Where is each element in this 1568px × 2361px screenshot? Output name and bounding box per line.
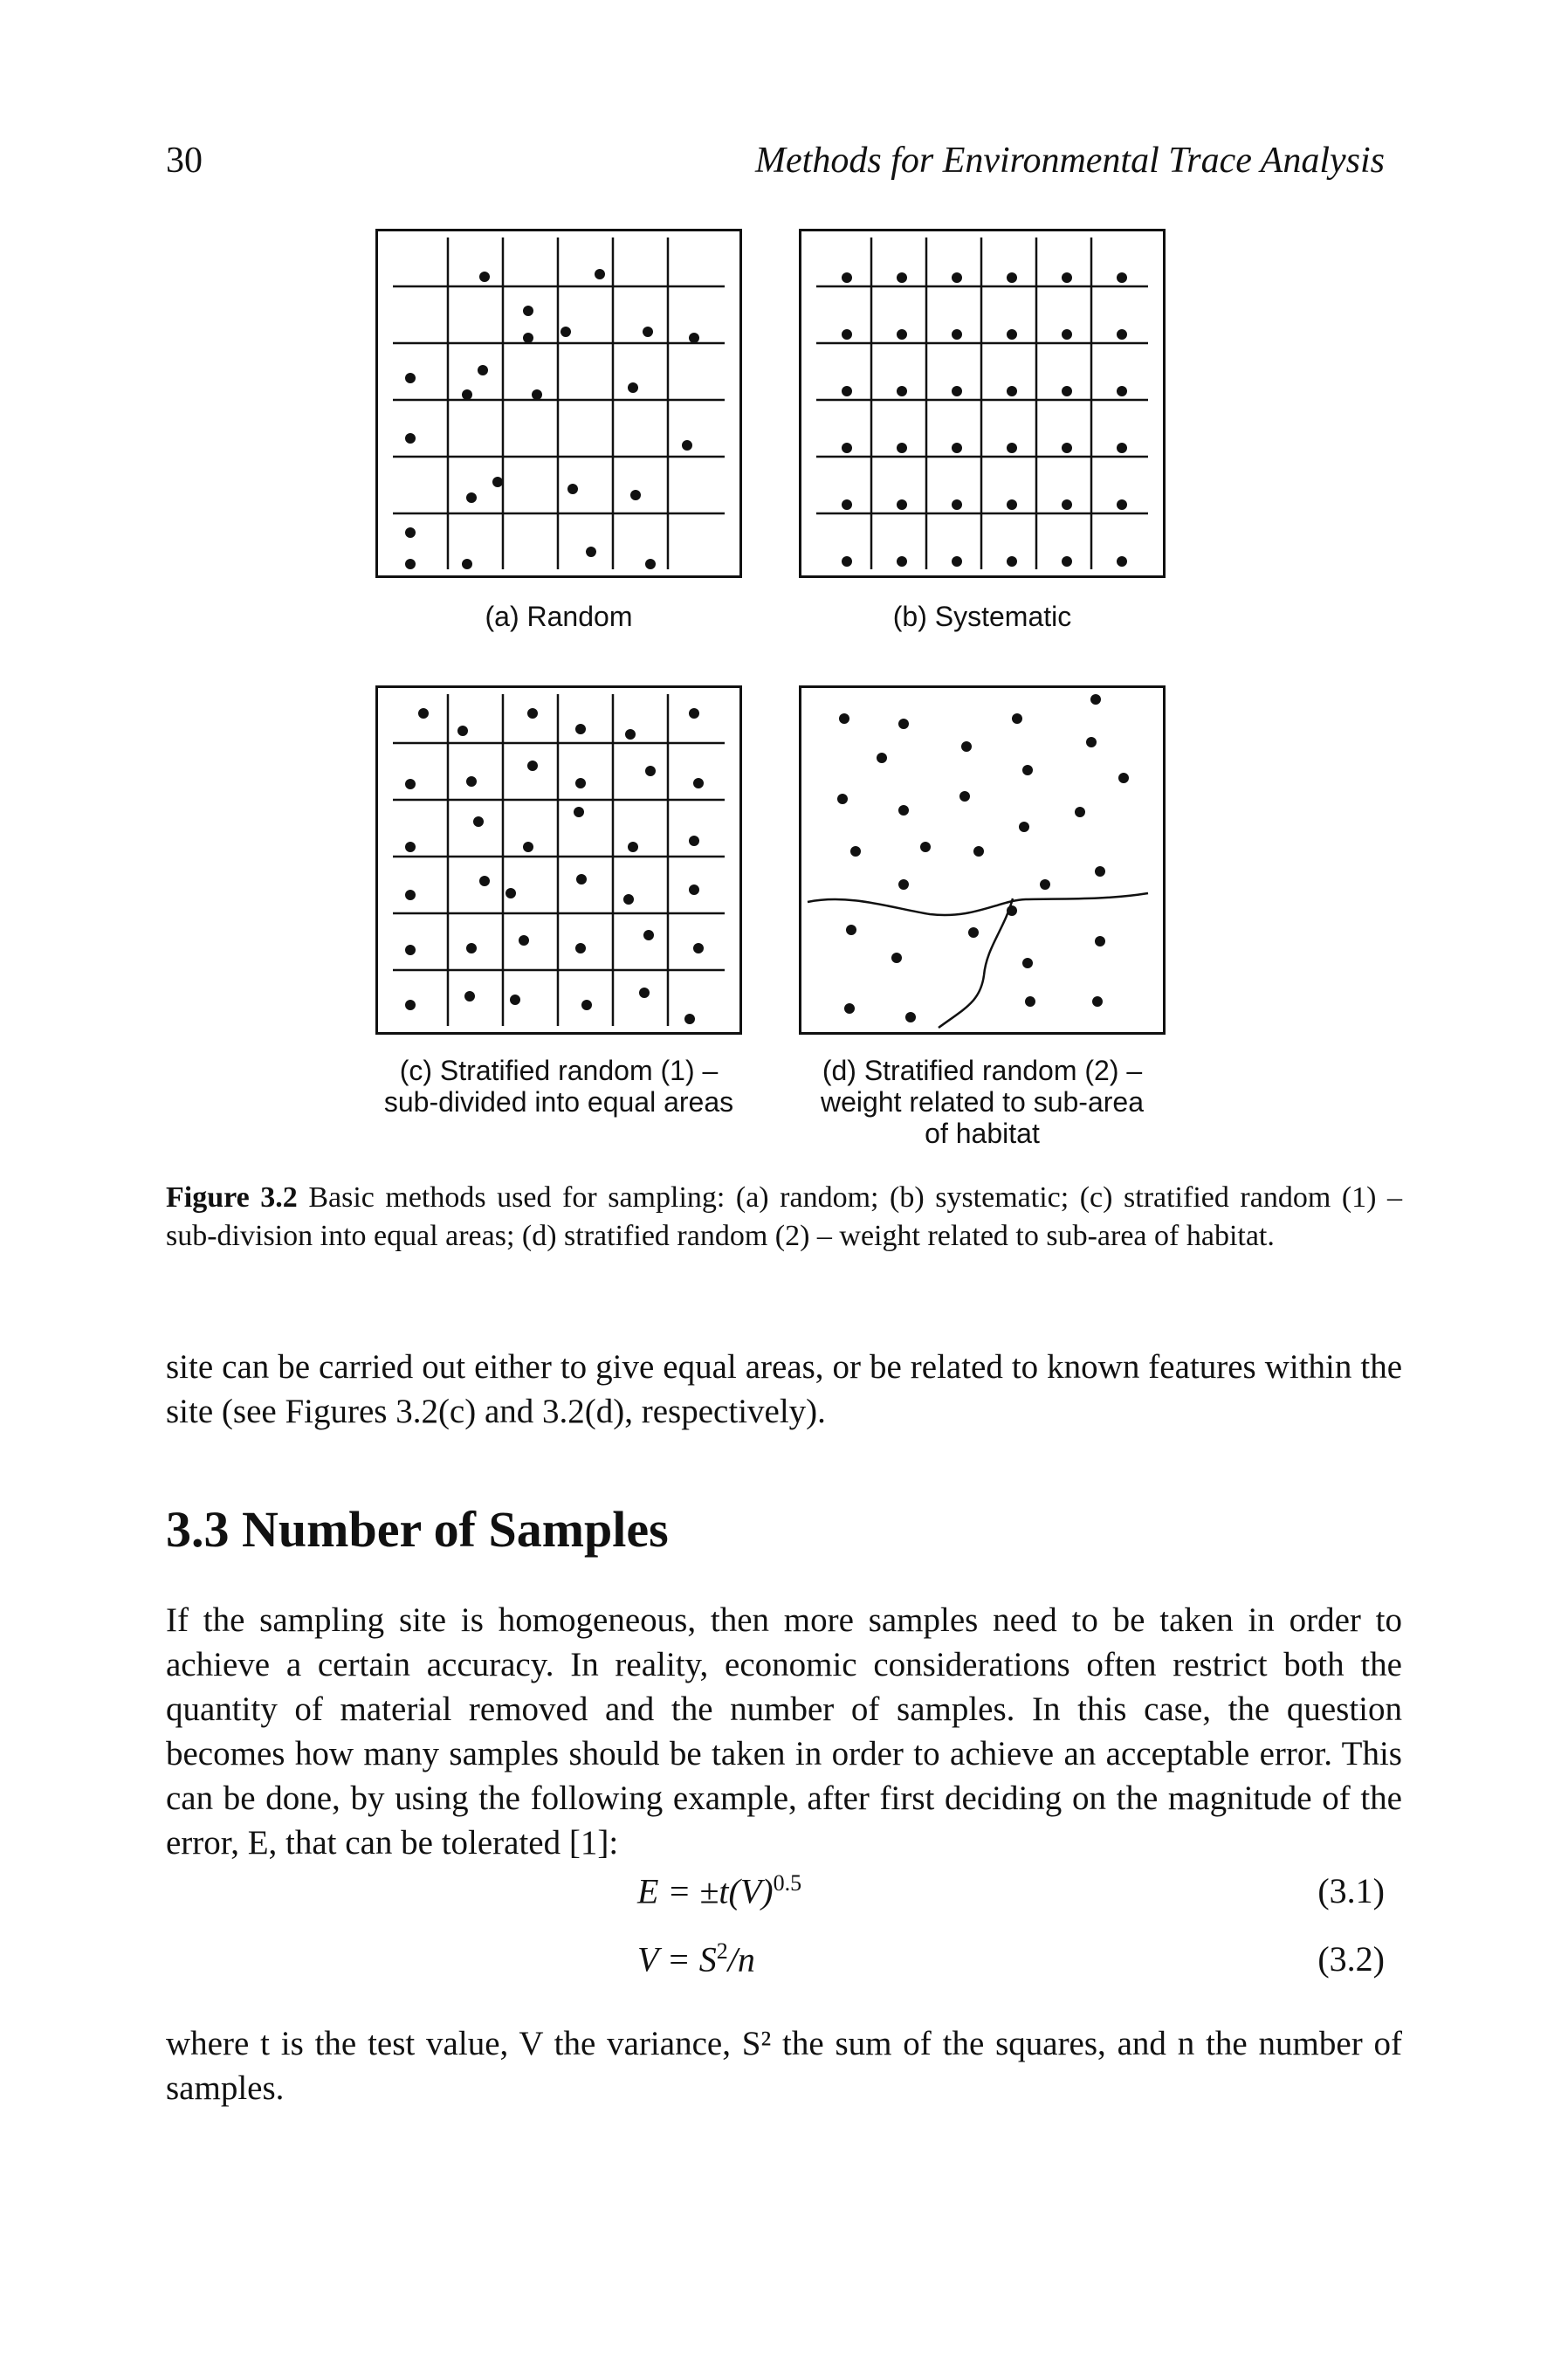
section-heading: 3.3 Number of Samples	[166, 1501, 669, 1558]
panel-d-stratified-habitat	[799, 685, 1166, 1035]
panel-c-caption-line1: (c) Stratified random (1) –	[399, 1055, 719, 1086]
panel-c-caption-line2: sub-divided into equal areas	[383, 1086, 734, 1118]
equation-3-2-body: V = S	[637, 1939, 717, 1979]
running-title: Methods for Environmental Trace Analysis	[755, 141, 1385, 181]
page-number: 30	[166, 141, 203, 181]
figure-caption-text: Basic methods used for sampling: (a) ran…	[166, 1181, 1403, 1252]
panel-d-caption-line1: (d) Stratified random (2) –	[822, 1055, 1143, 1086]
figure-caption: Figure 3.2 Basic methods used for sampli…	[166, 1179, 1402, 1256]
paragraph-3: where t is the test value, V the varianc…	[166, 2025, 1402, 2107]
equation-3-2-number: (3.2)	[1317, 1939, 1385, 1979]
equation-3-2-tail: /n	[727, 1939, 755, 1979]
equation-3-1-exponent: 0.5	[773, 1870, 802, 1896]
panel-d-caption-line2: weight related to sub-area	[821, 1086, 1144, 1118]
panel-a-random	[375, 229, 742, 578]
equation-3-1-body: E = ±t(V)	[637, 1871, 774, 1911]
panel-c-stratified-equal	[375, 685, 742, 1035]
panel-b-systematic	[799, 229, 1166, 578]
equation-3-1: E = ±t(V)0.5	[637, 1870, 801, 1911]
panel-a-caption: (a) Random	[485, 601, 633, 632]
panel-b-caption: (b) Systematic	[892, 601, 1072, 632]
paragraph-1: site can be carried out either to give e…	[166, 1348, 1402, 1430]
figure-caption-label: Figure 3.2	[166, 1181, 298, 1214]
panel-c-caption: (c) Stratified random (1) – sub-divided …	[349, 1055, 768, 1118]
panel-d-caption: (d) Stratified random (2) – weight relat…	[768, 1055, 1196, 1149]
equation-3-1-number: (3.1)	[1317, 1871, 1385, 1910]
equation-3-2-exponent: 2	[716, 1938, 728, 1964]
equation-3-2: V = S2/n	[637, 1938, 755, 1979]
paragraph-2: If the sampling site is homogeneous, the…	[166, 1601, 1402, 1862]
panel-d-caption-line3: of habitat	[925, 1118, 1040, 1149]
